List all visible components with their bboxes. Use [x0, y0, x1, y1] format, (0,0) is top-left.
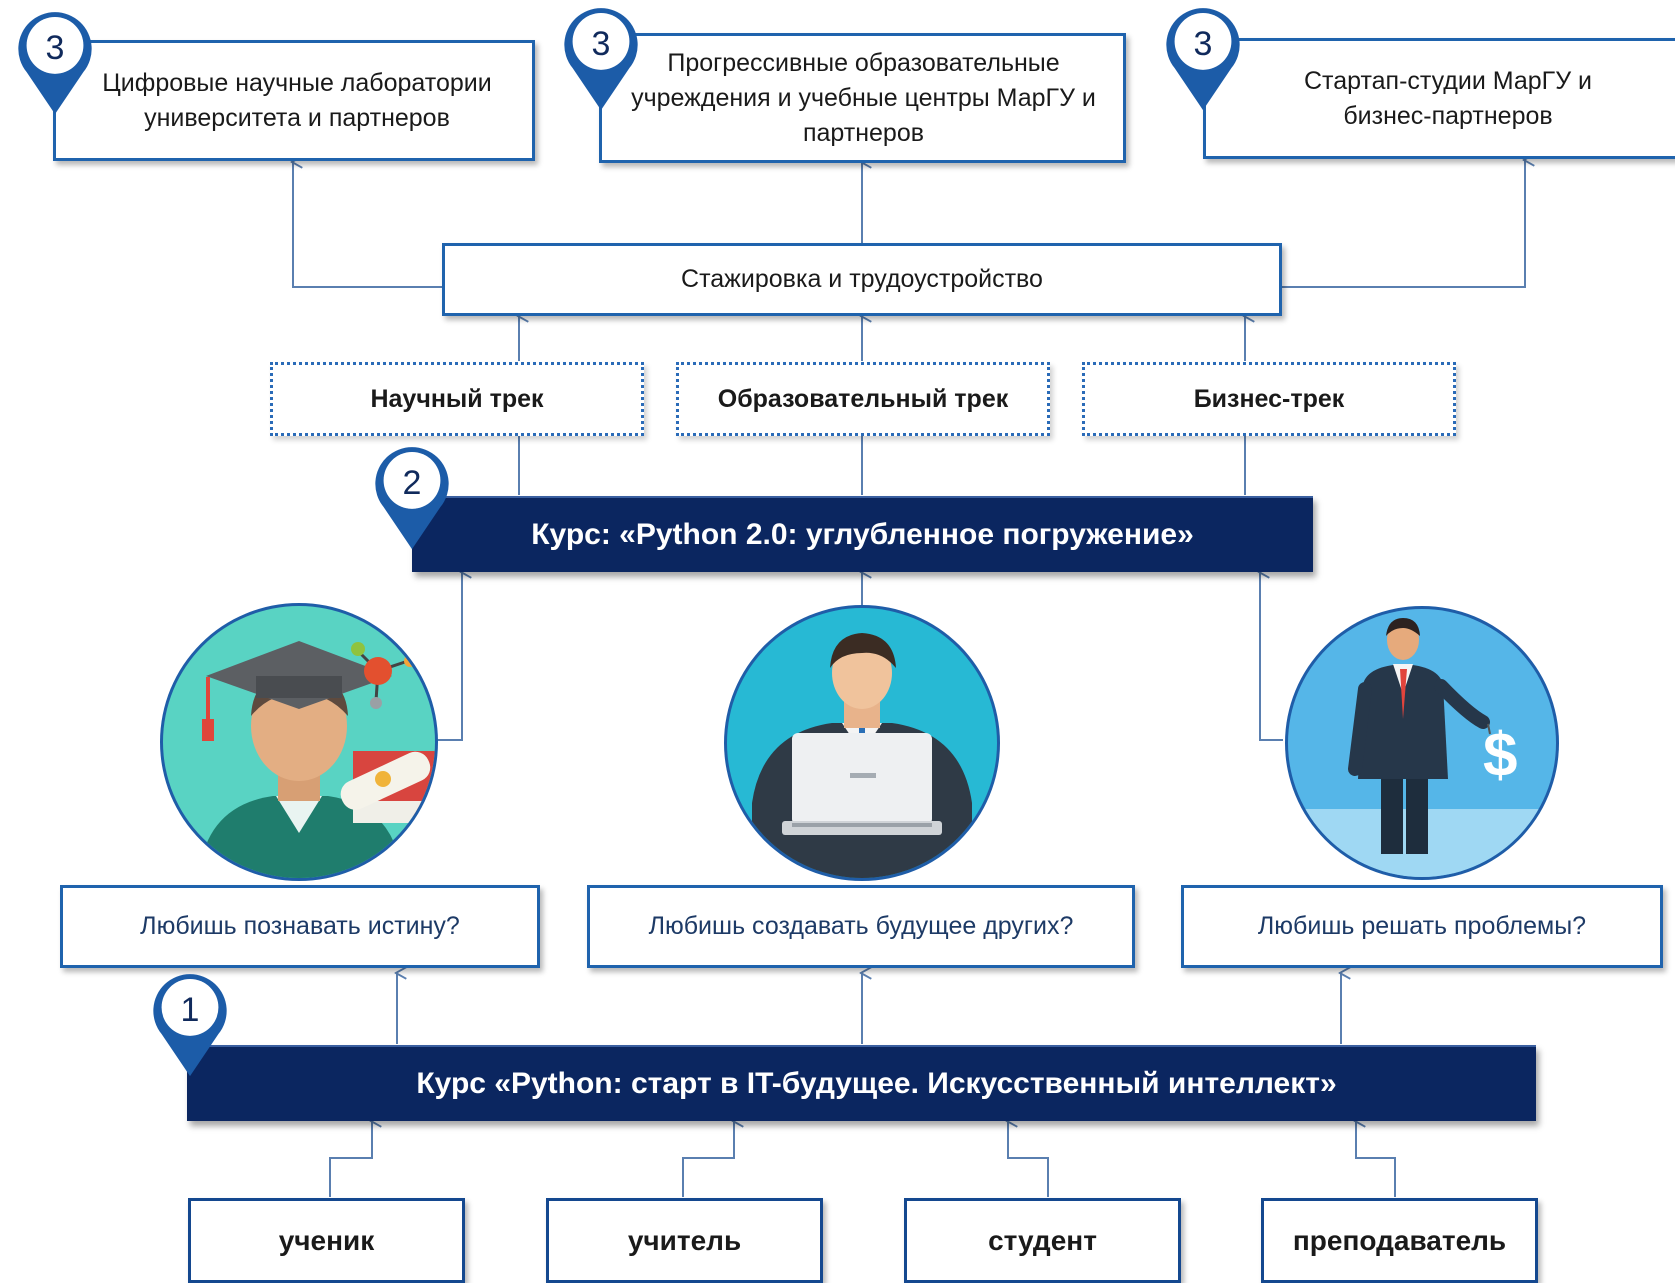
- course-start-title: Курс «Python: старт в IT-будущее. Искусс…: [416, 1067, 1337, 1100]
- question-education-box: Любишь создавать будущее других?: [587, 885, 1135, 968]
- step-marker-2: 2: [402, 464, 422, 502]
- map-pin-icon: [1166, 8, 1240, 111]
- map-pin-icon: [18, 12, 92, 115]
- map-pin-icon: [564, 8, 638, 111]
- map-pin-icon: [375, 447, 449, 550]
- graduate-icon: [160, 603, 438, 881]
- destination-education-label: Прогрессивные образовательные учреждения…: [631, 48, 1096, 147]
- role-lecturer-label: преподаватель: [1292, 1224, 1507, 1256]
- map-pin-icon: [153, 974, 227, 1077]
- track-science: Научный трек: [270, 362, 644, 436]
- question-science-box: Любишь познавать истину?: [60, 885, 540, 968]
- businessman-dollar-icon: $: [1285, 606, 1559, 880]
- course-advanced-banner: Курс: «Python 2.0: углубленное погружени…: [412, 496, 1313, 572]
- laptop-worker-icon: [724, 605, 1000, 881]
- track-education-label: Образовательный трек: [717, 384, 1009, 413]
- role-pupil-label: ученик: [278, 1224, 375, 1256]
- step-marker-1: 1: [180, 991, 200, 1029]
- course-start-banner: Курс «Python: старт в IT-будущее. Искусс…: [187, 1045, 1536, 1121]
- track-business: Бизнес-трек: [1082, 362, 1456, 436]
- question-education-label: Любишь создавать будущее других?: [648, 912, 1074, 940]
- question-science-label: Любишь познавать истину?: [140, 912, 460, 940]
- destination-labs-box: Цифровые научные лаборатории университет…: [53, 40, 535, 161]
- question-business-label: Любишь решать проблемы?: [1257, 912, 1587, 940]
- role-student-box: студент: [904, 1198, 1181, 1283]
- role-pupil-box: ученик: [188, 1198, 465, 1283]
- step-marker-3b: 3: [591, 25, 611, 63]
- destination-startup-label: Стартап-студии МарГУ и бизнес-партнеров: [1303, 66, 1593, 130]
- role-teacher-label: учитель: [627, 1224, 742, 1256]
- track-business-label: Бизнес-трек: [1193, 384, 1345, 413]
- destination-labs-label: Цифровые научные лаборатории университет…: [102, 68, 492, 132]
- step-marker-3a: 3: [45, 29, 65, 67]
- svg-text:$: $: [1483, 721, 1517, 790]
- internship-label: Стажировка и трудоустройство: [681, 265, 1043, 293]
- destination-education-box: Прогрессивные образовательные учреждения…: [599, 33, 1126, 163]
- track-education: Образовательный трек: [676, 362, 1050, 436]
- role-lecturer-box: преподаватель: [1261, 1198, 1538, 1283]
- question-business-box: Любишь решать проблемы?: [1181, 885, 1663, 968]
- track-science-label: Научный трек: [370, 384, 544, 413]
- step-marker-3c: 3: [1193, 25, 1213, 63]
- course-advanced-title: Курс: «Python 2.0: углубленное погружени…: [531, 518, 1194, 551]
- destination-startup-box: Стартап-студии МарГУ и бизнес-партнеров: [1203, 38, 1675, 159]
- internship-box: Стажировка и трудоустройство: [442, 243, 1282, 316]
- role-teacher-box: учитель: [546, 1198, 823, 1283]
- role-student-label: студент: [988, 1224, 1097, 1256]
